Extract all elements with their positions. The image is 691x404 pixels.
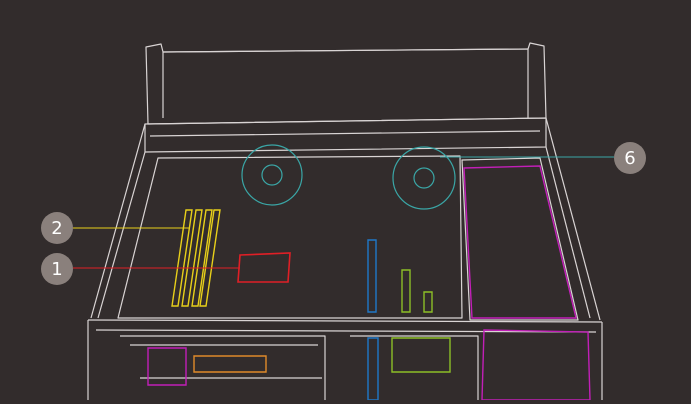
callout-2-label: 2 [51,217,63,239]
pcie-slot-green-1 [401,269,411,313]
io-bay [120,335,326,400]
fan-right [392,146,456,210]
callout-1: 1 [41,253,73,285]
psu-cage-outline [461,157,579,321]
dimm-slot-2 [181,209,203,307]
pcie-slot-blue [367,239,377,313]
dimm-slot-4 [199,209,221,307]
chassis-inner-left [97,151,146,319]
center-bay [350,335,479,400]
fan-right-hub [413,167,435,189]
chassis-rear-wall [145,42,547,125]
psu-io [147,347,187,386]
cpu-socket [237,252,291,283]
pcie-slot-green-2 [423,291,433,313]
dimm-slot-1 [171,209,193,307]
dimm-slot-3 [191,209,213,307]
chassis-front-face [87,320,603,400]
chassis-left-wall [90,123,146,319]
callout-1-label: 1 [51,258,63,280]
callout-2: 2 [41,212,73,244]
chassis-inner-right [545,146,591,319]
motherboard [117,155,463,319]
rear-io-ports [193,355,267,373]
chassis-front-lip [95,329,597,333]
psu-front [481,329,591,401]
chassis-right-wall [545,117,601,321]
rear-panel-line [149,130,541,137]
callout-6-label: 6 [624,147,636,169]
pcie-bracket-green [391,337,451,373]
fan-left-hub [261,164,283,186]
rear-wall-top-edge [162,48,529,53]
callout-6: 6 [614,142,646,174]
pcie-bracket-blue [367,337,379,401]
psu-module [463,165,577,319]
chassis-front-top [87,319,603,323]
fan-left [241,144,303,206]
